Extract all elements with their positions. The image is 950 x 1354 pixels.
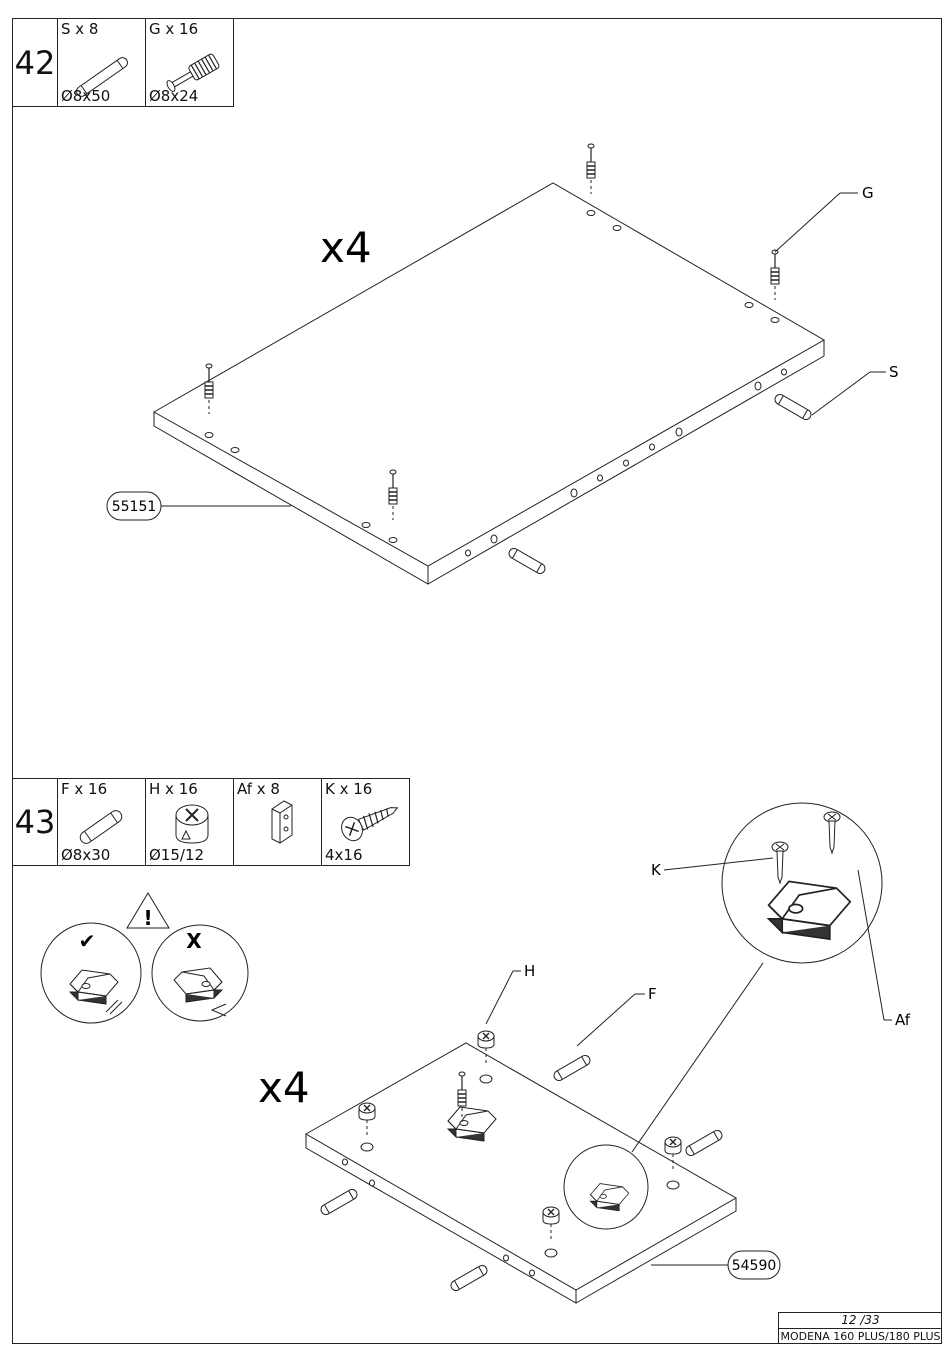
part-cell-h: H x 16 Ø15/12 (145, 778, 234, 866)
cam-bolt-icon (166, 53, 220, 92)
part-dim: Ø15/12 (149, 846, 205, 864)
dowel-icon (79, 810, 123, 844)
callout-s: S (889, 363, 899, 381)
dowel-icon (76, 57, 128, 97)
panel-code-badge (106, 491, 162, 521)
part-dim: Ø8x24 (149, 87, 199, 105)
step-number: 43 (12, 778, 58, 866)
wrong-mark: X (186, 929, 202, 953)
callout-k: K (651, 861, 662, 879)
step-42-multiplier: x4 (320, 223, 372, 272)
step-42-panel-code: 55151 (112, 499, 157, 515)
callout-af: Af (895, 1011, 911, 1029)
warning-symbol: ! (143, 906, 152, 930)
model-name: MODENA 160 PLUS/180 PLUS (780, 1330, 941, 1343)
warning-triangle (126, 892, 170, 929)
part-qty: H x 16 (149, 780, 198, 798)
part-qty: K x 16 (325, 780, 373, 798)
part-qty: G x 16 (149, 20, 199, 38)
part-qty: F x 16 (61, 780, 108, 798)
correct-detail-circle (40, 922, 142, 1024)
part-cell-s: S x 8 Ø8x50 (57, 18, 146, 107)
footer-box: 12 /33 MODENA 160 PLUS/180 PLUS (778, 1312, 942, 1344)
callout-g: G (862, 184, 874, 202)
part-cell-g: G x 16 Ø8x24 (145, 18, 234, 107)
page-number: 12 /33 (779, 1313, 942, 1329)
step-42-parts-table: 42 S x 8 Ø8x50 G x 16 (12, 18, 234, 107)
cam-lock-icon (175, 804, 209, 844)
screw-icon (341, 807, 399, 842)
callout-h: H (524, 962, 535, 980)
part-qty: Af x 8 (237, 780, 280, 798)
callout-f: F (648, 985, 657, 1003)
wrong-detail-circle (151, 924, 249, 1022)
part-dim: 4x16 (325, 846, 363, 864)
step-43-panel (304, 802, 892, 1304)
step-43-multiplier: x4 (258, 1063, 310, 1112)
panel-code-badge (727, 1250, 781, 1280)
part-cell-af: Af x 8 (233, 778, 322, 866)
part-cell-k: K x 16 4x16 (321, 778, 410, 866)
part-cell-f: F x 16 Ø8x30 (57, 778, 146, 866)
step-number: 42 (12, 18, 58, 107)
correct-mark: ✔ (79, 929, 96, 953)
part-dim: Ø8x30 (61, 846, 111, 864)
step-43-panel-code: 54590 (732, 1258, 777, 1274)
part-qty: S x 8 (61, 20, 99, 38)
part-dim: Ø8x50 (61, 87, 111, 105)
page-border (12, 18, 942, 1344)
step-42-panel (152, 143, 886, 585)
corner-bracket-icon (271, 800, 293, 844)
step-43-parts-table: 43 F x 16 Ø8x30 H x 16 (12, 778, 410, 866)
